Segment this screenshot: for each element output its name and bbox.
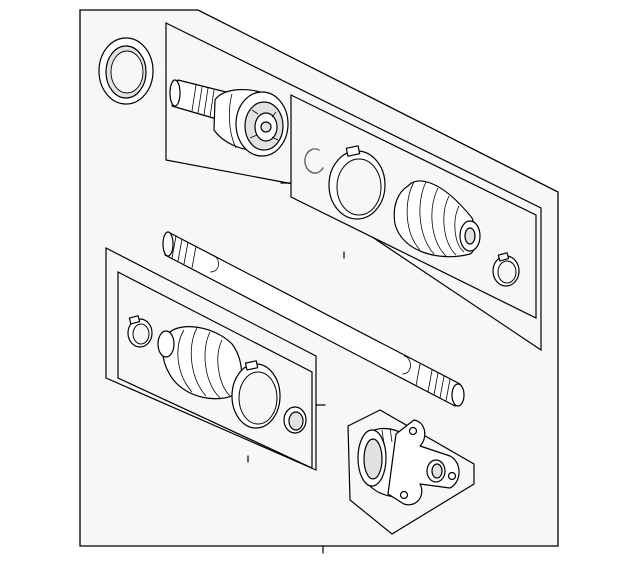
front-seal-ring[interactable] [98, 37, 154, 105]
boot-clamp-large[interactable] [328, 145, 386, 220]
boot-clamp-small[interactable] [492, 252, 520, 287]
snap-ring[interactable] [304, 148, 324, 174]
inner-cv-boot[interactable] [157, 326, 243, 400]
inner-joint-seal[interactable] [283, 406, 307, 434]
inner-boot-clamp[interactable] [127, 315, 153, 348]
inner-cv-joint-housing[interactable] [357, 419, 460, 506]
outer-cv-joint-assembly[interactable] [169, 79, 289, 157]
outer-cv-boot[interactable] [393, 180, 481, 258]
inner-boot-clamp-large[interactable] [231, 360, 281, 429]
axle-shaft[interactable] [162, 231, 465, 407]
